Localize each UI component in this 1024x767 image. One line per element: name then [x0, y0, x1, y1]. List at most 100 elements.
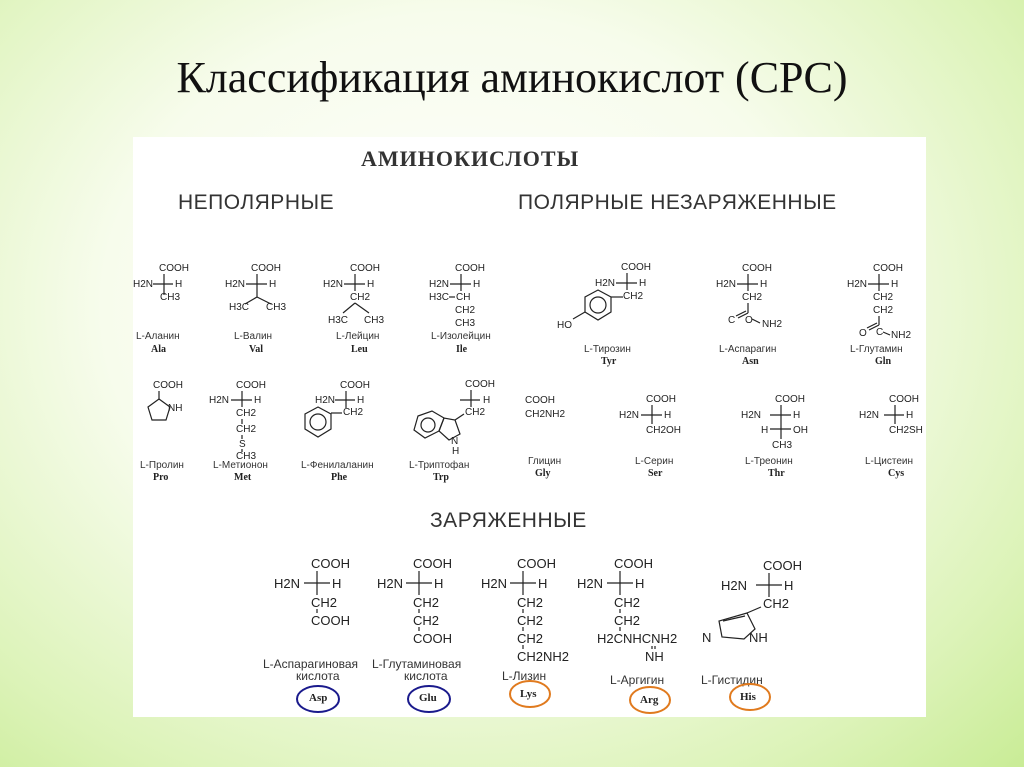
h2n-label: H2N — [225, 279, 245, 290]
structure-histidine: COOH H2N H CH2 N NH L-Гистидин His — [701, 558, 802, 711]
side-chain-label: CH2 — [413, 595, 439, 610]
side-chain-label: O — [745, 315, 753, 326]
cooh-label: COOH — [236, 380, 266, 391]
side-chain-label: CH2 — [517, 631, 543, 646]
h2n-label: H2N — [274, 576, 300, 591]
side-chain-label: C — [728, 315, 735, 326]
side-chain-label: H — [761, 425, 768, 436]
structure-asparagine: COOH H2N H CH2 O C NH2 L-Аспарагин Asn — [716, 263, 782, 367]
structure-tyrosine: COOH H2N H CH2 HO L-Тирозин Tyr — [557, 262, 651, 367]
cooh-label: COOH — [350, 263, 380, 274]
cooh-label: COOH — [742, 263, 772, 274]
side-chain-label: CH — [456, 292, 470, 303]
group-header-charged: ЗАРЯЖЕННЫЕ — [430, 509, 587, 532]
abbr-leu: Leu — [351, 344, 368, 355]
h-label: H — [254, 395, 261, 406]
abbr-trp: Trp — [433, 472, 449, 483]
cooh-label: COOH — [775, 394, 805, 405]
h-label: H — [175, 279, 182, 290]
h2n-label: H2N — [133, 279, 153, 290]
side-chain-label: H3C — [429, 292, 449, 303]
side-chain-label: CH3 — [160, 292, 180, 303]
cooh-label: COOH — [340, 380, 370, 391]
cooh-label: COOH — [517, 556, 556, 571]
side-chain-label: CH2 — [873, 305, 893, 316]
h2n-label: H2N — [577, 576, 603, 591]
h-label: H — [357, 395, 364, 406]
abbr-lys: Lys — [520, 688, 537, 700]
side-chain-label: COOH — [311, 613, 350, 628]
name-glycine: Глицин — [528, 456, 561, 467]
h2n-label: H2N — [429, 279, 449, 290]
side-chain-label: CH2 — [517, 613, 543, 628]
h-label: H — [434, 576, 443, 591]
abbr-gly: Gly — [535, 468, 551, 479]
name-valine: L-Валин — [234, 331, 272, 342]
side-chain-label: CH3 — [266, 302, 286, 313]
side-chain-label: H — [452, 446, 459, 457]
structure-glutamic-acid: COOH H2N H CH2 CH2 COOH L-Глутаминовая к… — [372, 556, 461, 713]
name-tyrosine: L-Тирозин — [584, 344, 631, 355]
h2n-label: H2N — [595, 278, 615, 289]
name-lysine: L-Лизин — [502, 669, 546, 683]
structure-threonine: COOH H2N H H OH CH3 L-Треонин Thr — [741, 394, 808, 479]
side-chain-label: CH2 — [614, 595, 640, 610]
h-label: H — [891, 279, 898, 290]
structure-methionine: COOH H2N H CH2 CH2 S CH3 L-Метионон Met — [209, 380, 268, 483]
acidic-marker-glu — [407, 685, 451, 713]
abbr-phe: Phe — [331, 472, 348, 483]
side-chain-label: H3C — [229, 302, 249, 313]
side-chain-label: CH2 — [763, 596, 789, 611]
structure-leucine: COOH H2N H CH2 H3C CH3 L-Лейцин Leu — [323, 263, 384, 355]
h2n-label: H2N — [716, 279, 736, 290]
structure-alanine: COOH H2N H CH3 L-Аланин Ala — [133, 263, 189, 355]
side-chain-label: NH2 — [762, 319, 782, 330]
abbr-arg: Arg — [640, 694, 659, 706]
h-label: H — [635, 576, 644, 591]
h2n-label: H2N — [323, 279, 343, 290]
side-chain-label: CH2NH2 — [517, 649, 569, 664]
side-chain-label: CH2 — [350, 292, 370, 303]
abbr-asp: Asp — [309, 692, 327, 704]
side-chain-label: CH3 — [236, 451, 256, 462]
name-phenylalanine: L-Фенилаланин — [301, 460, 374, 471]
name-arginine: L-Аргигин — [610, 673, 664, 687]
structure-serine: COOH H2N H CH2OH L-Серин Ser — [619, 394, 681, 479]
side-chain-label: NH — [749, 630, 768, 645]
side-chain-label: CH2 — [413, 613, 439, 628]
side-chain-label: CH2 — [465, 407, 485, 418]
h2n-label: H2N — [721, 578, 747, 593]
cooh-label: COOH — [455, 263, 485, 274]
name-isoleucine: L-Изолейцин — [431, 331, 491, 342]
cooh-label: COOH — [311, 556, 350, 571]
h-label: H — [483, 395, 490, 406]
cooh-label: COOH — [646, 394, 676, 405]
cooh-label: COOH — [621, 262, 651, 273]
cooh-label: COOH — [159, 263, 189, 274]
h-label: H — [367, 279, 374, 290]
side-chain-label: CH2 — [742, 292, 762, 303]
basic-marker-lys — [509, 680, 551, 708]
group-header-polar-uncharged: ПОЛЯРНЫЕ НЕЗАРЯЖЕННЫЕ — [518, 191, 837, 214]
side-chain-label: N — [451, 436, 458, 447]
name-glutamine: L-Глутамин — [850, 344, 903, 355]
abbr-his: His — [740, 691, 757, 703]
structure-cysteine: COOH H2N H CH2SH L-Цистеин Cys — [859, 394, 923, 479]
side-chain-label: CH3 — [772, 440, 792, 451]
name-proline: L-Пролин — [140, 460, 184, 471]
h2n-label: H2N — [847, 279, 867, 290]
side-chain-label: NH — [168, 403, 182, 414]
h2n-label: H2N — [741, 410, 761, 421]
basic-marker-his — [729, 683, 771, 711]
side-chain-label: H2CNHCNH2 — [597, 631, 677, 646]
h-label: H — [784, 578, 793, 593]
name-asparagine: L-Аспарагин — [719, 344, 776, 355]
h-label: H — [269, 279, 276, 290]
side-chain-label: N — [702, 630, 711, 645]
structure-glycine: COOH CH2NH2 Глицин Gly — [525, 395, 565, 479]
abbr-ala: Ala — [151, 344, 166, 355]
structure-tryptophan: COOH H CH2 N H L-Триптофан Trp — [409, 379, 495, 483]
abbr-cys: Cys — [888, 468, 904, 479]
side-chain-label: CH2 — [236, 408, 256, 419]
side-chain-label: O — [859, 328, 867, 339]
